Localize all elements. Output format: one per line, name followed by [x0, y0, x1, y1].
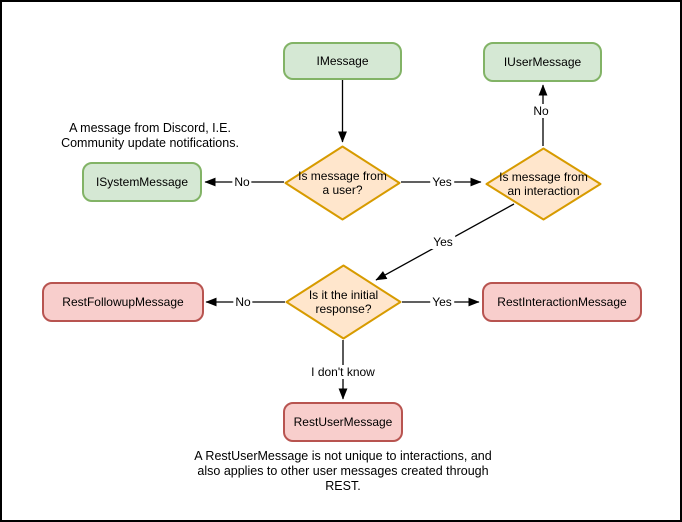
- node-isystemmessage: ISystemMessage: [82, 162, 202, 202]
- node-label: Is it the initial response?: [308, 288, 379, 316]
- edge-label-yes-interaction: Yes: [430, 175, 454, 189]
- edge-label-yes-interactionmessage: Yes: [430, 295, 454, 309]
- note-rest-user-message: A RestUserMessage is not unique to inter…: [194, 449, 492, 493]
- node-label: RestUserMessage: [293, 415, 393, 429]
- node-label: RestInteractionMessage: [497, 295, 627, 309]
- node-label: ISystemMessage: [95, 175, 189, 189]
- note-system-message: A message from Discord, I.E. Community u…: [61, 121, 239, 150]
- edge-label-no-usermessage: No: [531, 104, 551, 118]
- edge-label-yes-initial: Yes: [431, 235, 455, 249]
- node-decision-is-message-from-user: Is message from a user?: [284, 145, 401, 221]
- decision-diamond-shape: [485, 147, 602, 221]
- decision-diamond-shape: [284, 145, 401, 221]
- node-restusermessage: RestUserMessage: [283, 402, 403, 442]
- node-label: IMessage: [316, 54, 369, 68]
- node-imessage: IMessage: [283, 42, 402, 80]
- node-decision-is-message-from-interaction: Is message from an interaction: [485, 147, 602, 221]
- edge-label-no-followup: No: [233, 295, 253, 309]
- node-iusermessage: IUserMessage: [483, 42, 602, 82]
- node-label: IUserMessage: [503, 55, 582, 69]
- node-label: RestFollowupMessage: [62, 295, 184, 309]
- node-label: Is message from a user?: [298, 169, 387, 197]
- node-restfollowupmessage: RestFollowupMessage: [42, 282, 204, 322]
- edge-label-i-dont-know: I don't know: [309, 365, 377, 379]
- node-restinteractionmessage: RestInteractionMessage: [482, 282, 642, 322]
- node-decision-is-initial-response: Is it the initial response?: [285, 264, 402, 340]
- decision-diamond-shape: [285, 264, 402, 340]
- edge-label-no-systemmessage: No: [232, 175, 252, 189]
- node-label: Is message from an interaction: [499, 170, 588, 198]
